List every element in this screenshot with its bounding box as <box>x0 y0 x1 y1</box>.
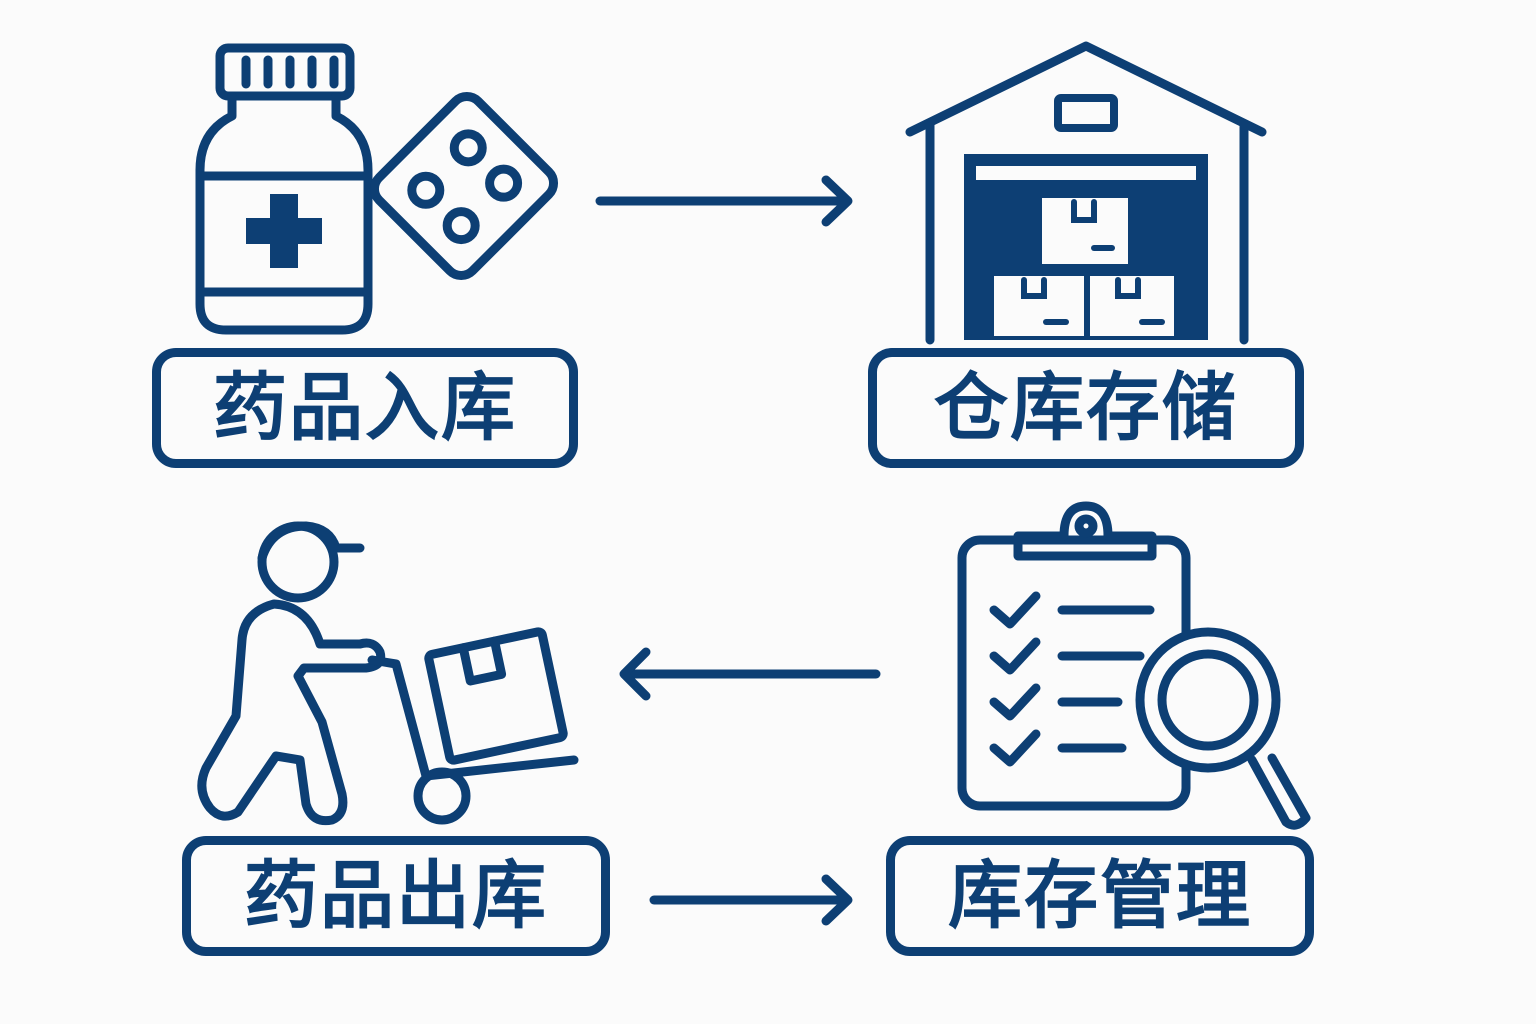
step-box-medicine-outbound: 药品出库 <box>182 836 610 956</box>
step-label: 药品入库 <box>213 365 517 451</box>
step-label: 仓库存储 <box>934 365 1238 451</box>
arrow-left-icon <box>619 647 881 701</box>
step-box-inventory-management: 库存管理 <box>886 836 1314 956</box>
step-label: 药品出库 <box>244 853 548 939</box>
worker-hand-truck-icon <box>197 521 579 826</box>
warehouse-icon <box>905 41 1267 345</box>
medicine-bottle-pills-icon <box>195 43 559 335</box>
step-box-medicine-inbound: 药品入库 <box>152 348 578 468</box>
step-label: 库存管理 <box>948 853 1252 939</box>
step-box-warehouse-storage: 仓库存储 <box>868 348 1304 468</box>
arrow-right-icon <box>649 874 853 926</box>
medical-cross-icon <box>246 194 322 268</box>
clipboard-magnifier-icon <box>957 501 1311 830</box>
arrow-right-icon <box>595 175 853 227</box>
